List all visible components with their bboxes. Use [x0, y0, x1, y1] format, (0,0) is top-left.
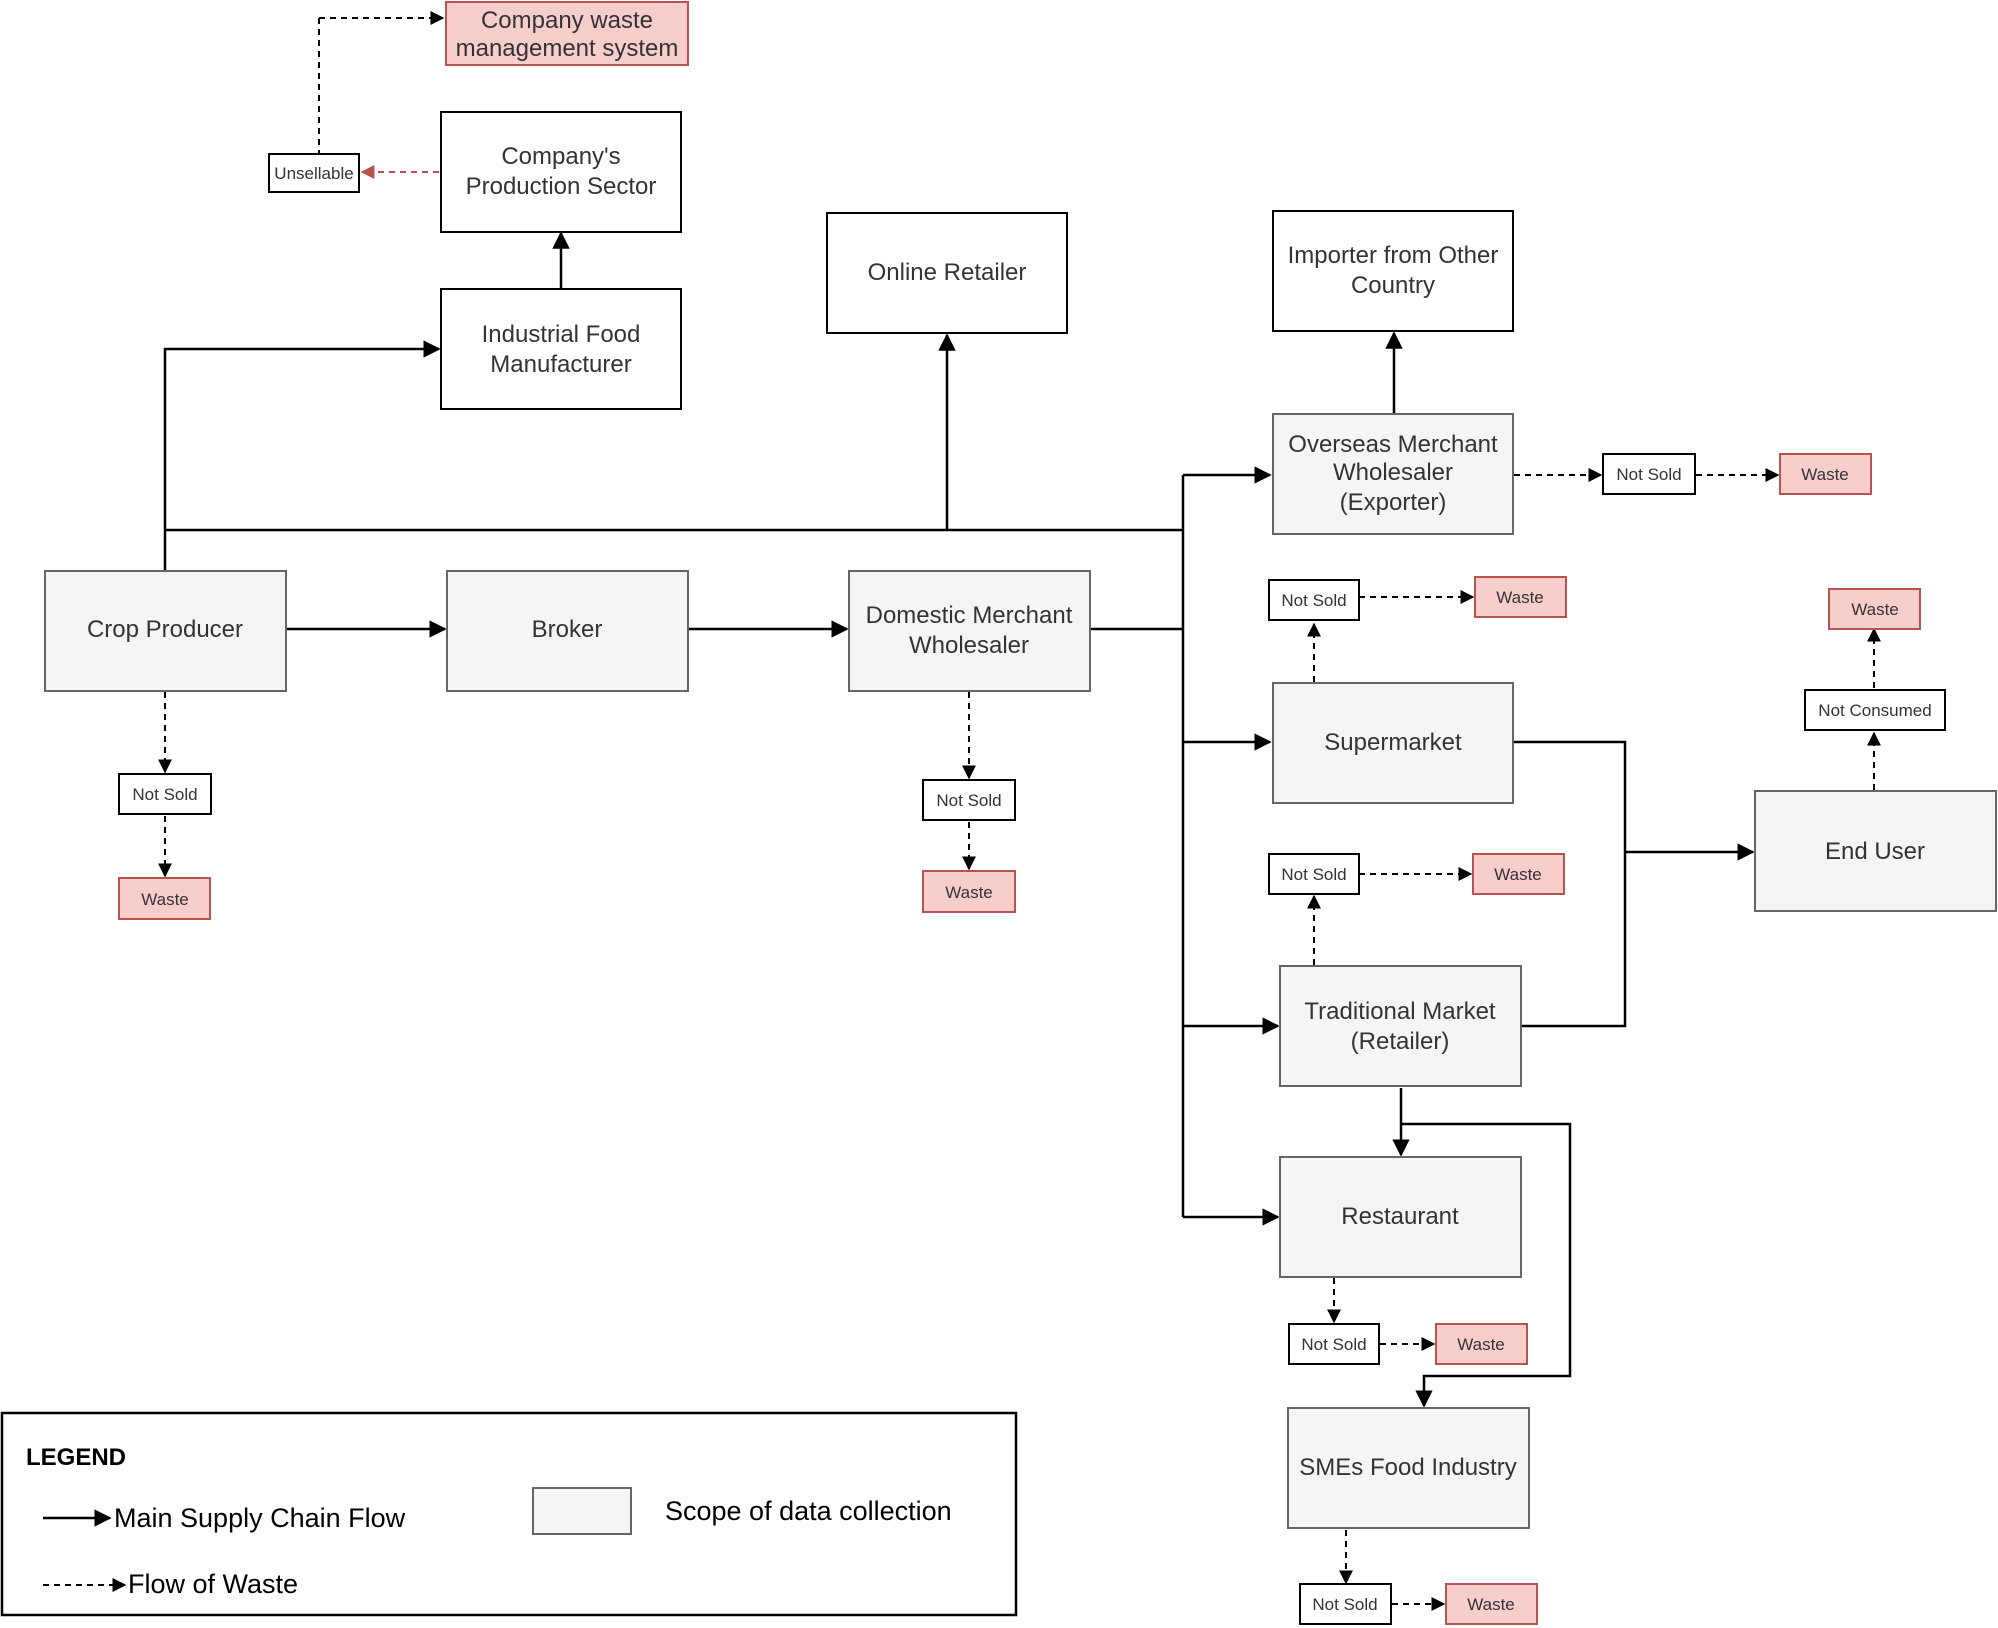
end-user-label: End User: [1825, 838, 1925, 865]
restaurant-waste-label: Waste: [1457, 1335, 1505, 1354]
restaurant-not-sold: Not Sold: [1288, 1323, 1380, 1365]
supermarket-waste-label: Waste: [1496, 588, 1544, 607]
smes-not-sold-label: Not Sold: [1312, 1595, 1377, 1614]
restaurant-label: Restaurant: [1341, 1203, 1459, 1230]
node-importer: Importer from Other Country: [1272, 210, 1514, 332]
traditional-waste-label: Waste: [1494, 865, 1542, 884]
flow-traditional-to-smes: [1401, 1122, 1572, 1408]
smes-not-sold: Not Sold: [1299, 1583, 1392, 1625]
traditional-not-sold-label: Not Sold: [1281, 865, 1346, 884]
node-production-sector: Company's Production Sector: [440, 111, 682, 233]
svg-text:Domestic Merchant: Domestic Merchant: [866, 602, 1073, 629]
waste-flow-connectors: [158, 11, 1881, 1611]
svg-text:Manufacturer: Manufacturer: [490, 351, 631, 378]
smes-waste: Waste: [1445, 1583, 1538, 1625]
flow-retail-merge: [1514, 740, 1627, 1028]
svg-text:Importer from Other: Importer from Other: [1288, 242, 1499, 269]
svg-text:Production Sector: Production Sector: [466, 173, 657, 200]
legend: LEGEND Main Supply Chain Flow Flow of Wa…: [0, 1411, 1018, 1617]
overseas-not-sold-label: Not Sold: [1616, 465, 1681, 484]
company-waste-line-2: management system: [456, 35, 679, 62]
smes-waste-label: Waste: [1467, 1595, 1515, 1614]
crop-producer-label: Crop Producer: [87, 616, 243, 643]
node-overseas-wholesaler: Overseas Merchant Wholesaler (Exporter): [1272, 413, 1514, 535]
supermarket-not-sold: Not Sold: [1268, 579, 1360, 621]
legend-main-flow-label: Main Supply Chain Flow: [114, 1503, 406, 1533]
node-unsellable: Unsellable: [268, 153, 360, 193]
node-crop-producer: Crop Producer: [44, 570, 287, 692]
supermarket-waste: Waste: [1474, 576, 1567, 618]
restaurant-waste: Waste: [1435, 1323, 1528, 1365]
traditional-not-sold: Not Sold: [1268, 853, 1360, 895]
domestic-waste: Waste: [922, 870, 1016, 913]
legend-scope-swatch: [532, 1487, 632, 1535]
overseas-waste: Waste: [1779, 453, 1872, 495]
node-supermarket: Supermarket: [1272, 682, 1514, 804]
company-waste-line-1: Company waste: [481, 7, 653, 34]
restaurant-not-sold-label: Not Sold: [1301, 1335, 1366, 1354]
svg-text:Wholesaler: Wholesaler: [1333, 459, 1453, 486]
end-user-waste-label: Waste: [1851, 600, 1899, 619]
domestic-waste-label: Waste: [945, 883, 993, 902]
crop-waste: Waste: [118, 877, 211, 920]
legend-waste-flow-label: Flow of Waste: [128, 1569, 298, 1599]
legend-scope-label: Scope of data collection: [665, 1496, 952, 1526]
traditional-waste: Waste: [1472, 853, 1565, 895]
node-broker: Broker: [446, 570, 689, 692]
node-end-user: End User: [1754, 790, 1997, 912]
main-flow-connectors: [163, 231, 1755, 1408]
smes-label: SMEs Food Industry: [1299, 1454, 1516, 1481]
node-restaurant: Restaurant: [1279, 1156, 1522, 1278]
svg-text:Traditional Market: Traditional Market: [1304, 998, 1496, 1025]
svg-text:(Exporter): (Exporter): [1340, 489, 1447, 516]
crop-waste-label: Waste: [141, 890, 189, 909]
crop-not-sold: Not Sold: [118, 773, 212, 815]
unsellable-label: Unsellable: [274, 164, 353, 183]
node-company-waste-management: Company waste management system: [445, 1, 689, 66]
svg-text:Overseas Merchant: Overseas Merchant: [1288, 431, 1498, 458]
not-consumed-label: Not Consumed: [1818, 701, 1931, 720]
node-smes-food-industry: SMEs Food Industry: [1287, 1407, 1530, 1529]
node-domestic-wholesaler: Domestic Merchant Wholesaler: [848, 570, 1091, 692]
svg-text:management system: management system: [456, 35, 679, 62]
domestic-not-sold: Not Sold: [922, 779, 1016, 821]
crop-not-sold-label: Not Sold: [132, 785, 197, 804]
supermarket-label: Supermarket: [1324, 729, 1462, 756]
broker-label: Broker: [532, 616, 603, 643]
node-industrial-food-manufacturer: Industrial Food Manufacturer: [440, 288, 682, 410]
node-online-retailer: Online Retailer: [826, 212, 1068, 334]
supermarket-not-sold-label: Not Sold: [1281, 591, 1346, 610]
svg-text:(Retailer): (Retailer): [1351, 1028, 1450, 1055]
domestic-not-sold-label: Not Sold: [936, 791, 1001, 810]
svg-text:Company's: Company's: [501, 143, 620, 170]
svg-text:Wholesaler: Wholesaler: [909, 632, 1029, 659]
end-user-not-consumed: Not Consumed: [1804, 689, 1946, 731]
overseas-waste-label: Waste: [1801, 465, 1849, 484]
node-traditional-market: Traditional Market (Retailer): [1279, 965, 1522, 1087]
overseas-not-sold: Not Sold: [1602, 453, 1696, 495]
svg-text:Industrial Food: Industrial Food: [482, 321, 641, 348]
flow-crop-to-industrial: [163, 340, 441, 570]
legend-title: LEGEND: [26, 1444, 126, 1471]
end-user-waste: Waste: [1828, 588, 1921, 630]
svg-text:Country: Country: [1351, 272, 1435, 299]
legend-frame: [0, 1411, 1018, 1617]
svg-text:Company waste: Company waste: [481, 7, 653, 34]
online-retailer-label: Online Retailer: [868, 259, 1027, 286]
